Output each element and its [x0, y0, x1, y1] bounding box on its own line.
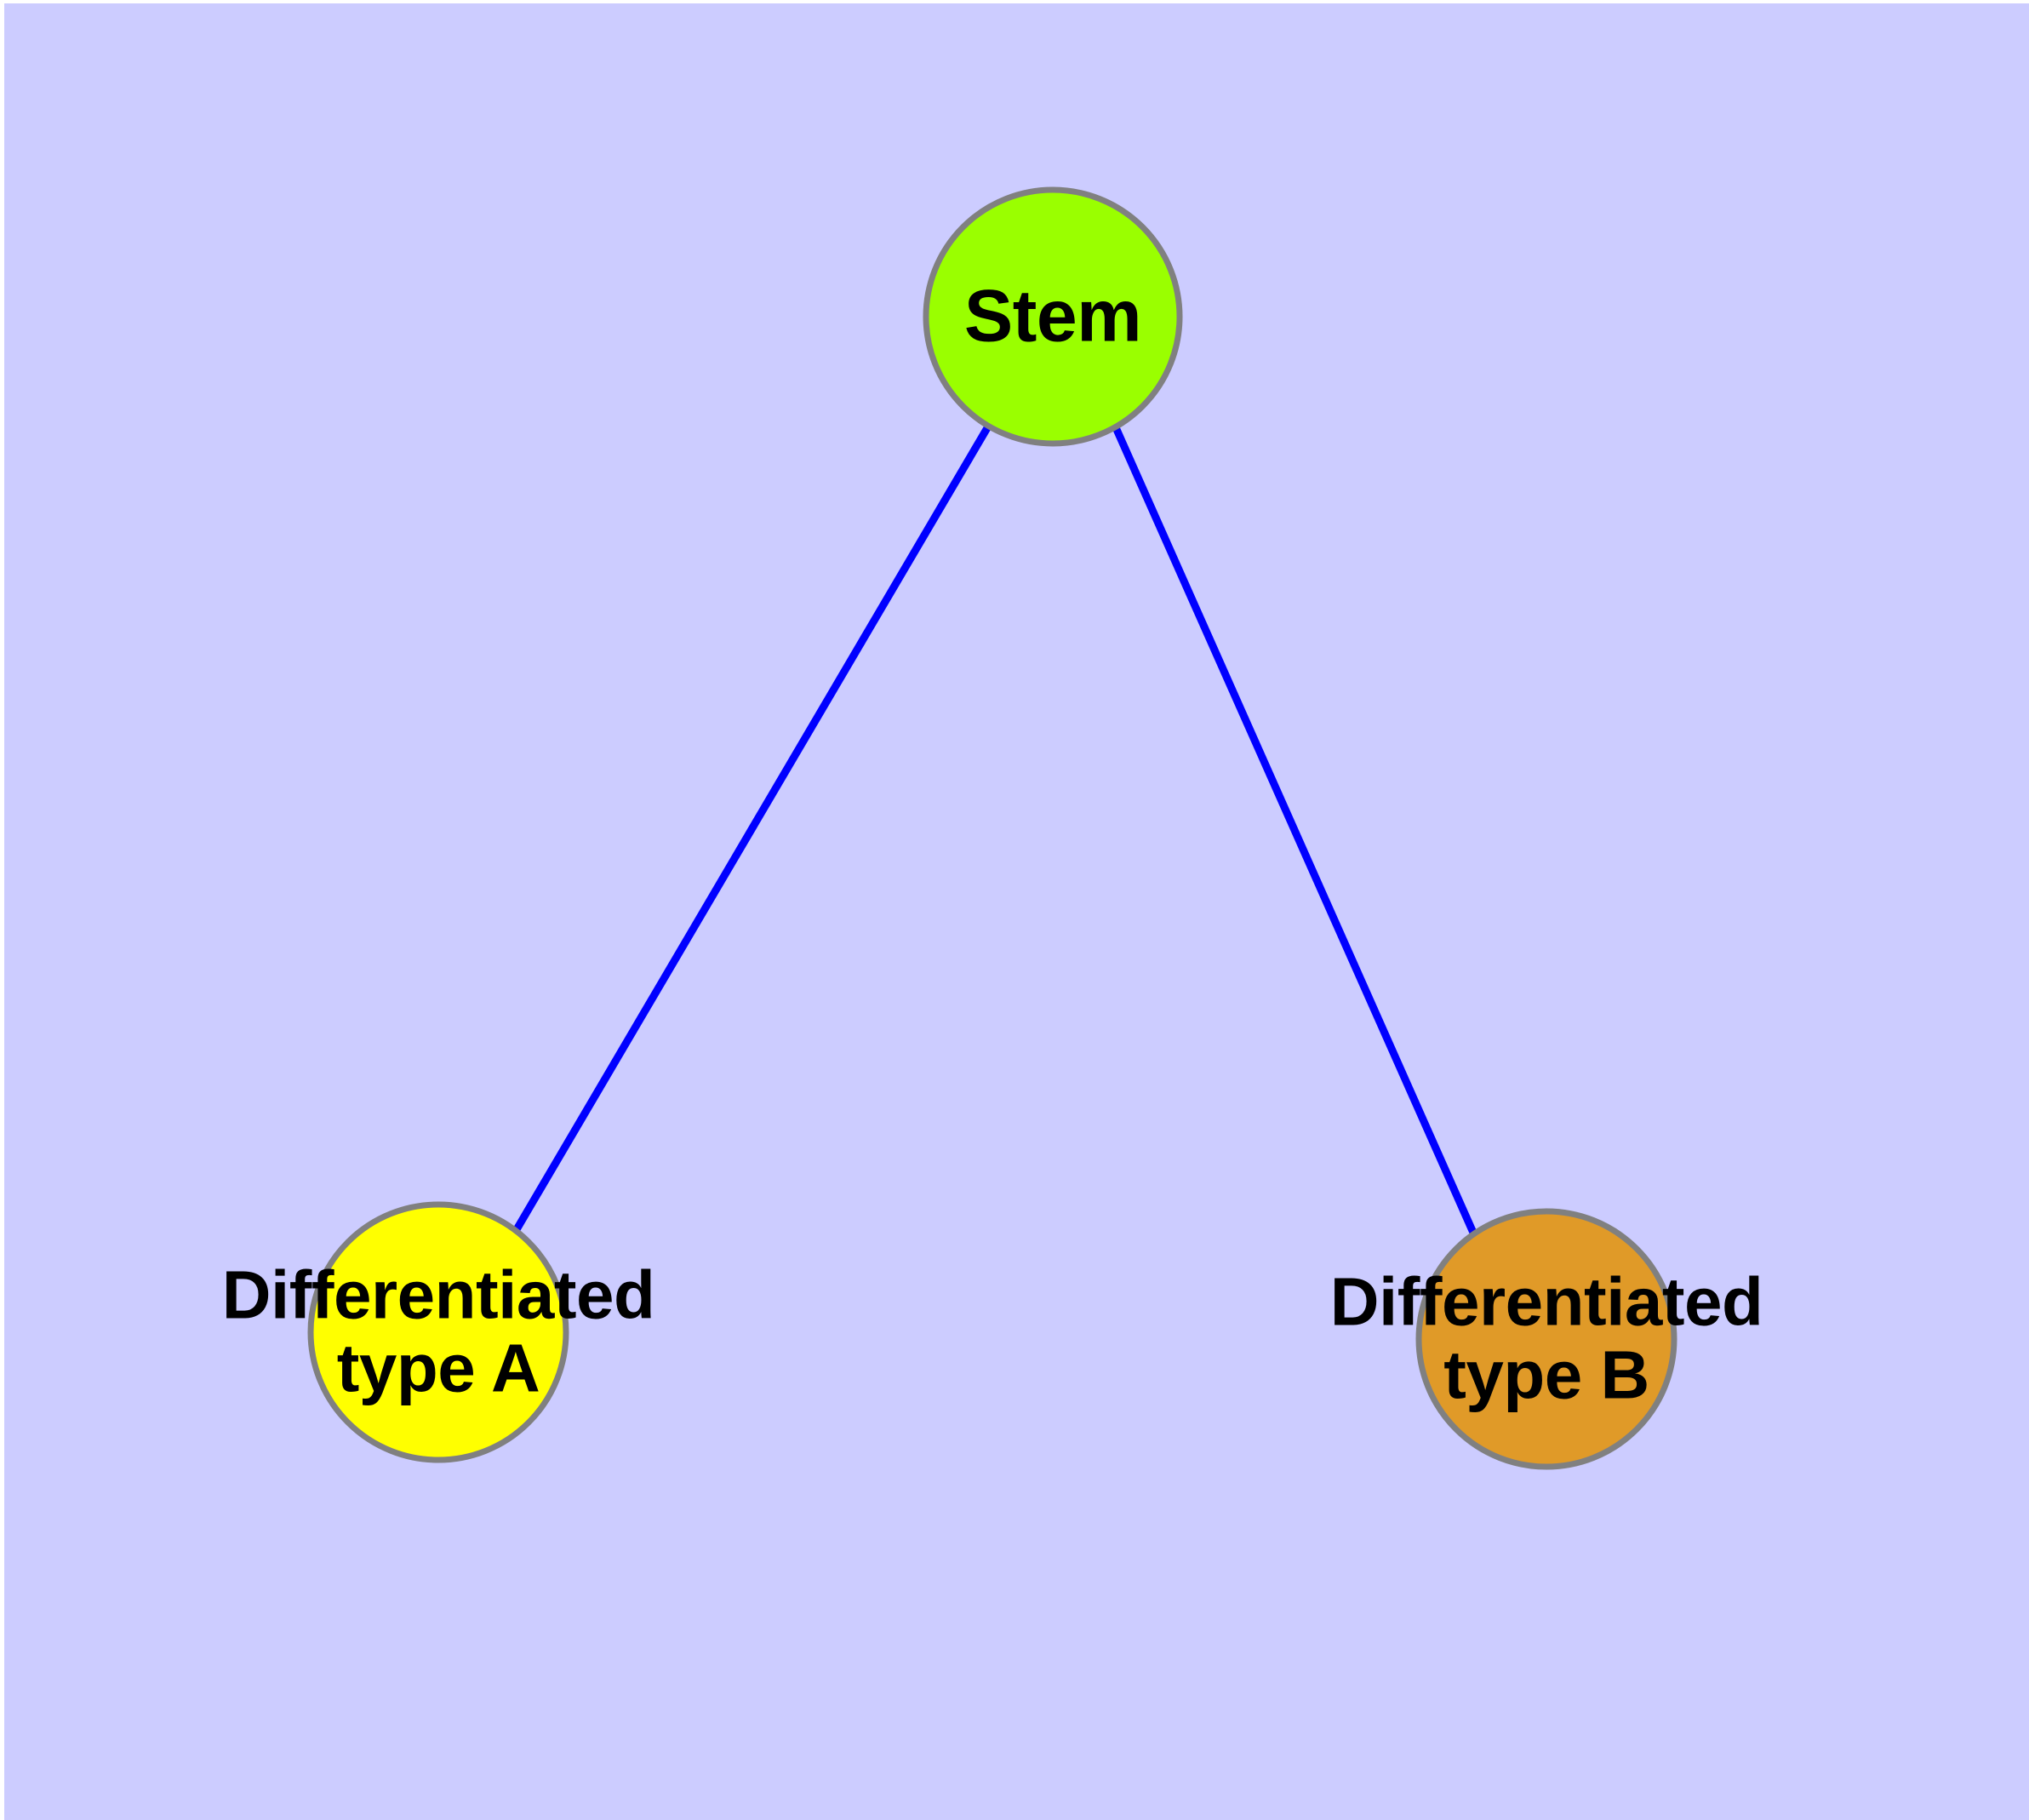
node-diff-b-circle[interactable]: [1415, 1208, 1677, 1470]
edge-stem-to-diff-a[interactable]: [512, 424, 992, 1233]
node-layer: [307, 186, 1677, 1470]
edge-stem-to-diff-b[interactable]: [1111, 424, 1477, 1234]
node-stem-circle[interactable]: [923, 186, 1183, 447]
edge-layer: [512, 424, 1477, 1234]
node-diff-a-circle[interactable]: [307, 1201, 569, 1463]
